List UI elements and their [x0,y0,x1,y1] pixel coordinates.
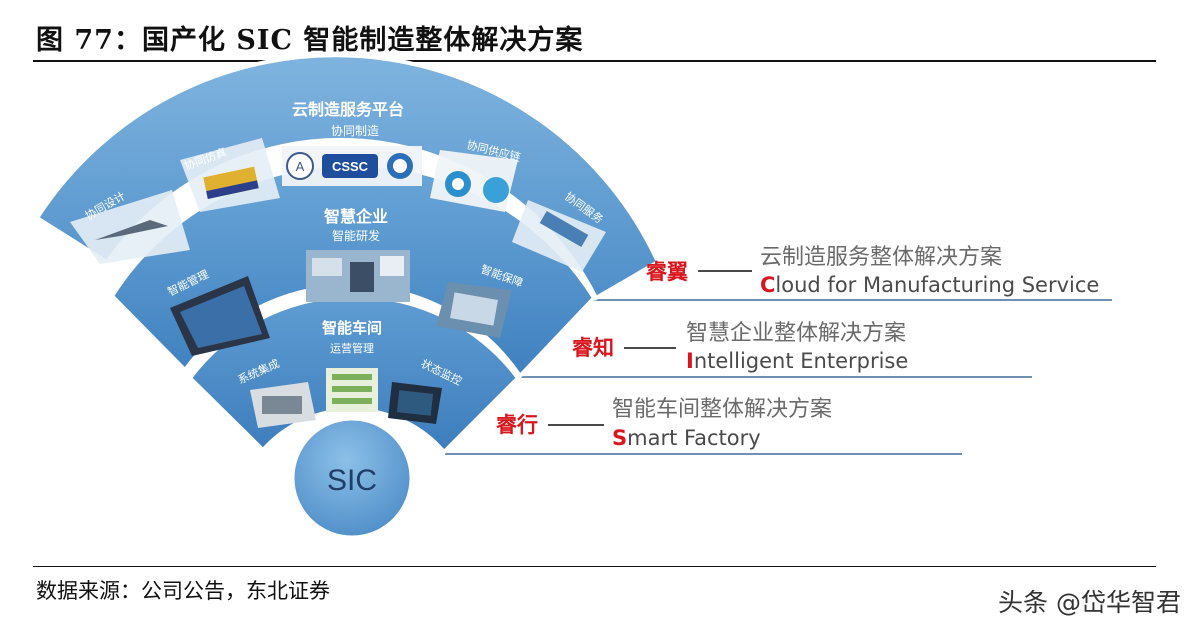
title-rule [33,60,1156,62]
tile-smart-support: 智能保障 [436,262,525,338]
solution-enterprise: 睿知 智慧企业整体解决方案 Intelligent Enterprise [572,321,908,373]
center-label: SIC [327,464,377,497]
figure-title: 图 77：国产化 SIC 智能制造整体解决方案 [36,25,584,56]
solution-cloud: 睿翼 云制造服务整体解决方案 Cloud for Manufacturing S… [646,245,1099,297]
tile-logos: A CSSC [282,146,422,186]
solution-brand-cloud: 睿翼 [646,260,688,284]
cssc-logo-text: CSSC [332,159,369,174]
solution-brand-factory: 睿行 [496,413,538,437]
tile-operations-screen [326,368,378,412]
tile-smart-rnd-photo [306,250,410,302]
solution-cn-cloud: 云制造服务整体解决方案 [760,245,1002,270]
svg-text:A: A [296,159,305,174]
watermark: 头条 @岱华智君 [998,588,1181,617]
outer-ring-subtitle: 协同制造 [331,123,379,138]
solution-en-factory: Smart Factory [612,426,761,450]
inner-ring-title: 智能车间 [322,319,382,337]
source-rule [33,566,1156,567]
solution-cn-factory: 智能车间整体解决方案 [612,397,832,422]
outer-ring-title: 云制造服务平台 [292,100,404,119]
solution-factory: 睿行 智能车间整体解决方案 Smart Factory [496,397,832,450]
middle-ring-title: 智慧企业 [324,207,388,226]
tile-collab-supply: 协同供应链 [430,137,522,212]
solution-brand-enterprise: 睿知 [572,336,614,360]
solution-en-enterprise: Intelligent Enterprise [686,349,908,373]
outer-ring-band [34,53,661,301]
source-note: 数据来源：公司公告，东北证券 [36,579,330,603]
center-circle [289,415,415,541]
solution-en-cloud: Cloud for Manufacturing Service [760,273,1099,297]
solution-cn-enterprise: 智慧企业整体解决方案 [686,321,906,346]
inner-ring-subtitle: 运营管理 [330,341,374,355]
middle-ring-subtitle: 智能研发 [332,228,380,243]
